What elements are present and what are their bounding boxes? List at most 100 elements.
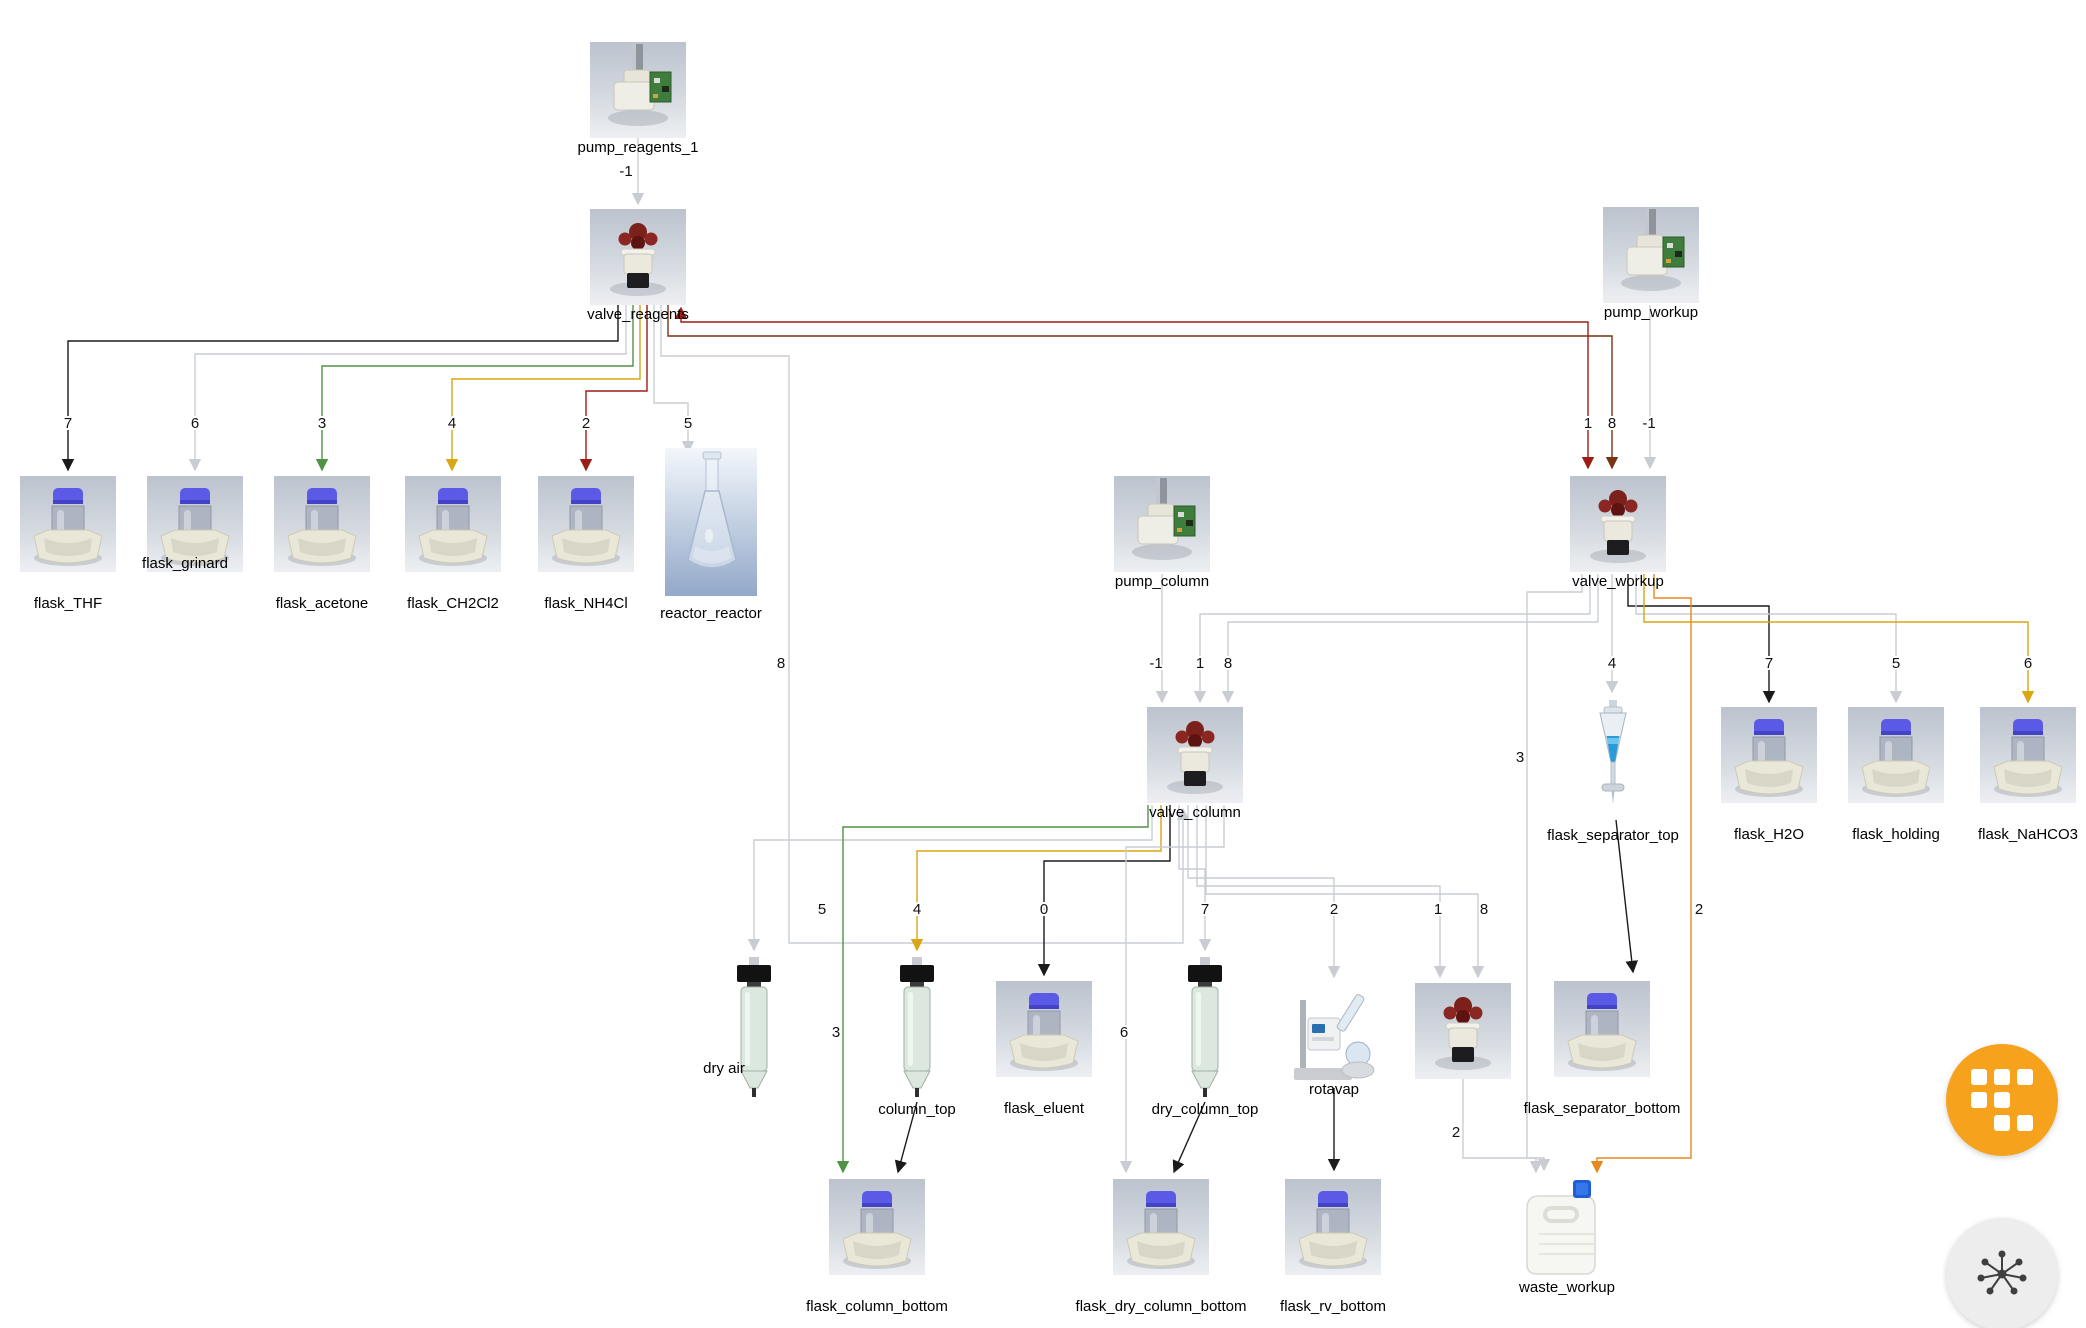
node-flask_separator_bottom[interactable] xyxy=(1554,981,1650,1077)
edge-port-label: 8 xyxy=(1224,655,1232,672)
node-valve_reagents[interactable] xyxy=(590,209,686,305)
node-label-flask_separator_top: flask_separator_top xyxy=(1547,827,1679,844)
node-flask_CH2Cl2[interactable] xyxy=(405,476,501,572)
node-label-flask_dry_column_bottom: flask_dry_column_bottom xyxy=(1075,1298,1247,1315)
node-column_top[interactable] xyxy=(895,955,939,1103)
node-label-flask_rv_bottom: flask_rv_bottom xyxy=(1280,1298,1386,1315)
edge-port-label: 2 xyxy=(1695,901,1703,918)
node-valve_column[interactable] xyxy=(1147,707,1243,803)
node-flask_NaHCO3[interactable] xyxy=(1980,707,2076,803)
edge-port-label: 8 xyxy=(1480,901,1488,918)
apps-launcher-button[interactable] xyxy=(1946,1044,2058,1156)
node-flask_separator_top[interactable] xyxy=(1577,700,1649,812)
edge-port-label: 5 xyxy=(818,901,826,918)
edge-line-33 xyxy=(1462,1079,1543,1174)
edge-port-label: 2 xyxy=(1330,901,1338,918)
edge-line-19 xyxy=(1590,574,1692,1174)
pump-icon xyxy=(1114,476,1210,572)
node-dry_column_top[interactable] xyxy=(1183,955,1227,1103)
node-label-pump_column: pump_column xyxy=(1114,573,1210,590)
node-valve_separator[interactable] xyxy=(1415,983,1511,1079)
node-label-reactor_reactor: reactor_reactor xyxy=(660,605,762,622)
node-flask_H2O[interactable] xyxy=(1721,707,1817,803)
node-label-valve_column: valve_column xyxy=(1149,804,1241,821)
flask-icon xyxy=(1113,1179,1209,1275)
edge-line-32 xyxy=(1615,819,1639,974)
node-flask_THF[interactable] xyxy=(20,476,116,572)
edge-port-label: 7 xyxy=(1201,901,1209,918)
rotavap-icon xyxy=(1294,994,1375,1080)
reactor-icon xyxy=(665,448,757,596)
edge-line-20 xyxy=(747,805,1153,952)
edge-line-22 xyxy=(1037,805,1171,977)
edge-line-25 xyxy=(1196,805,1447,979)
edge-line-2 xyxy=(188,303,627,472)
grid-dot xyxy=(1994,1115,2010,1131)
edge-line-23 xyxy=(1178,805,1212,952)
valve-icon xyxy=(1415,983,1511,1079)
node-label-flask_CH2Cl2: flask_CH2Cl2 xyxy=(407,595,499,612)
flask-icon xyxy=(274,476,370,572)
edge-line-29 xyxy=(894,1101,918,1174)
column-icon xyxy=(900,957,934,1097)
edge-port-label: 8 xyxy=(777,655,785,672)
flask-icon xyxy=(20,476,116,572)
brain-circuit-icon xyxy=(1977,1250,2027,1295)
grid-dot xyxy=(1994,1092,2010,1108)
flask-icon xyxy=(1285,1179,1381,1275)
edge-line-15 xyxy=(1627,574,1776,704)
edge-port-label: 3 xyxy=(1516,749,1524,766)
node-rotavap[interactable] xyxy=(1292,982,1376,1086)
node-flask_eluent[interactable] xyxy=(996,981,1092,1077)
node-flask_holding[interactable] xyxy=(1848,707,1944,803)
node-valve_workup[interactable] xyxy=(1570,476,1666,572)
edge-port-label: 7 xyxy=(64,415,72,432)
ai-assistant-button[interactable] xyxy=(1946,1218,2058,1328)
node-flask_acetone[interactable] xyxy=(274,476,370,572)
node-label-pump_workup: pump_workup xyxy=(1603,304,1699,321)
waste-icon xyxy=(1526,1180,1596,1275)
edge-port-label: 3 xyxy=(318,415,326,432)
valve-icon xyxy=(1570,476,1666,572)
edge-port-label: -1 xyxy=(619,163,632,180)
node-label-waste_workup: waste_workup xyxy=(1519,1279,1615,1296)
node-label-flask_column_bottom: flask_column_bottom xyxy=(806,1298,948,1315)
node-dry_air[interactable] xyxy=(732,955,776,1103)
flask-icon xyxy=(405,476,501,572)
node-label-dry_column_top: dry_column_top xyxy=(1151,1101,1259,1118)
node-pump_column[interactable] xyxy=(1114,476,1210,572)
node-label-flask_THF: flask_THF xyxy=(33,595,103,612)
edge-line-4 xyxy=(445,303,641,472)
separator-icon xyxy=(1599,700,1627,804)
node-label-flask_separator_bottom: flask_separator_bottom xyxy=(1523,1100,1681,1117)
node-flask_column_bottom[interactable] xyxy=(829,1179,925,1275)
edge-line-16 xyxy=(1635,574,1903,704)
grid-dot xyxy=(1971,1069,1987,1085)
flask-icon xyxy=(829,1179,925,1275)
node-pump_reagents_1[interactable] xyxy=(590,42,686,138)
node-flask_grinard[interactable] xyxy=(147,476,243,572)
node-waste_workup[interactable] xyxy=(1525,1166,1609,1278)
grid-dot xyxy=(2017,1069,2033,1085)
node-pump_workup[interactable] xyxy=(1603,207,1699,303)
edge-line-24 xyxy=(1187,805,1341,979)
edge-port-label: -1 xyxy=(1149,655,1162,672)
valve-icon xyxy=(590,209,686,305)
node-label-valve_workup: valve_workup xyxy=(1572,573,1664,590)
node-flask_dry_column_bottom[interactable] xyxy=(1113,1179,1209,1275)
node-label-flask_grinard: flask_grinard xyxy=(142,555,228,572)
edge-line-30 xyxy=(1172,1101,1206,1174)
node-reactor_reactor[interactable] xyxy=(665,448,757,596)
edge-line-17 xyxy=(1643,574,2035,704)
grid-dot xyxy=(1994,1069,2010,1085)
column-icon xyxy=(737,957,771,1097)
edge-port-label: 4 xyxy=(448,415,456,432)
node-flask_rv_bottom[interactable] xyxy=(1285,1179,1381,1275)
edge-port-label: 7 xyxy=(1765,655,1773,672)
node-label-flask_H2O: flask_H2O xyxy=(1733,826,1805,843)
edge-line-18 xyxy=(1526,574,1583,1172)
edge-port-label: 8 xyxy=(1608,415,1616,432)
node-flask_NH4Cl[interactable] xyxy=(538,476,634,572)
